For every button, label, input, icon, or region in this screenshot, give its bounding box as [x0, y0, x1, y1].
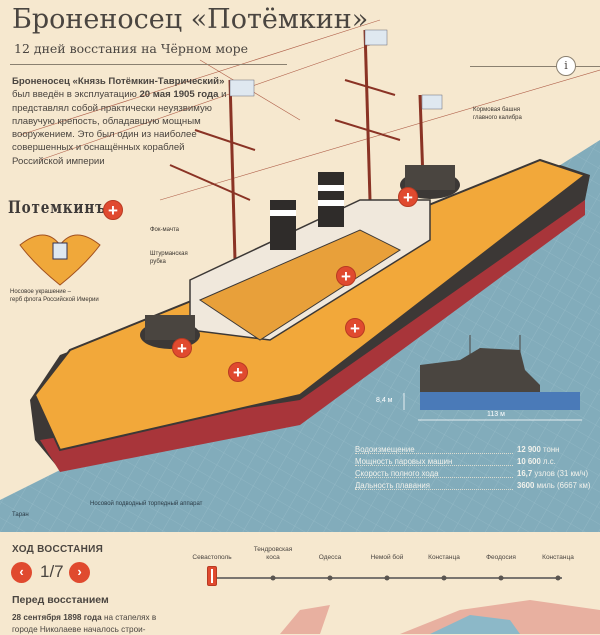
spec-value: 12 900 — [517, 444, 541, 454]
spec-row: Скорость полного хода 16,7 узлов (31 км/ч… — [355, 467, 600, 479]
spec-unit: л.с. — [540, 456, 556, 466]
divider — [470, 66, 600, 67]
step-date: 28 сентября 1898 года — [12, 613, 102, 622]
timeline-stop-dot[interactable] — [555, 575, 561, 581]
intro-text-part: был введён в эксплуатацию — [12, 89, 140, 101]
ship-profile — [403, 335, 582, 421]
spec-row: Мощность паровых машин 10 600 л.с. — [355, 455, 600, 467]
timeline-stop-label[interactable]: Одесса — [318, 553, 342, 561]
spec-value: 3600 — [517, 480, 535, 490]
spec-unit: тонн — [540, 444, 560, 454]
hotspot-aft-turret-button[interactable]: + — [398, 187, 418, 207]
ship-name-old-script: Потемкинъ — [8, 198, 107, 218]
next-button[interactable]: › — [69, 562, 90, 583]
length-label: 113 м — [484, 411, 508, 418]
hotspot-side-button[interactable]: + — [345, 318, 365, 338]
hotspot-superstructure-button[interactable]: + — [336, 266, 356, 286]
label-nav-bridge: Штурманская рубка — [150, 251, 188, 265]
spec-row: Дальность плавания 3600 миль (6667 км) — [355, 479, 600, 491]
timeline-stop-dot[interactable] — [327, 575, 333, 581]
timeline-stop-dot[interactable] — [270, 575, 276, 581]
step-title: Перед восстанием — [12, 594, 109, 606]
timeline-slider-handle[interactable] — [207, 566, 217, 586]
spec-label: Скорость полного хода — [355, 469, 513, 478]
label-torpedo: Носовой подводный торпедный аппарат — [90, 501, 203, 507]
step-body: на стапелях в городе Николаеве началось … — [12, 613, 157, 634]
timeline-stop-label[interactable]: Тендровская коса — [253, 546, 293, 561]
timeline-stop-dot[interactable] — [441, 575, 447, 581]
timeline-stop-label[interactable]: Немой бой — [370, 553, 404, 561]
timeline-stop-label[interactable]: Феодосия — [486, 553, 516, 561]
label-aft-turret: Кормовая башня главного калибра — [473, 107, 522, 121]
step-text: 28 сентября 1898 года на стапелях в горо… — [12, 612, 162, 635]
spec-value: 16,7 — [517, 468, 533, 478]
spec-row: Водоизмещение 12 900 тонн — [355, 443, 600, 455]
timeline-stop-dot[interactable] — [384, 575, 390, 581]
label-fore-mast: Фок-мачта — [150, 227, 179, 233]
emblem-icon — [19, 234, 101, 286]
page-title: Броненосец «Потёмкин» — [12, 4, 369, 35]
timeline-heading: ХОД ВОССТАНИЯ — [12, 544, 104, 555]
spec-unit: узлов (31 км/ч) — [532, 468, 589, 478]
specs-table: Водоизмещение 12 900 тонн Мощность паровы… — [355, 443, 600, 491]
timeline-stop-label[interactable]: Севастополь — [192, 553, 232, 561]
prev-button[interactable]: ‹ — [11, 562, 32, 583]
label-emblem: Носовое украшение – герб флота Российско… — [10, 289, 99, 303]
divider — [10, 64, 287, 65]
spec-label: Дальность плавания — [355, 481, 513, 490]
page-subtitle: 12 дней восстания на Чёрном море — [14, 41, 249, 56]
spec-value: 10 600 — [517, 456, 541, 466]
hotspot-deck-button[interactable]: + — [228, 362, 248, 382]
spec-unit: миль (6667 км) — [534, 480, 591, 490]
page-indicator: 1/7 — [40, 562, 64, 581]
timeline-stop-label[interactable]: Констанца — [428, 553, 460, 561]
hotspot-name-button[interactable]: + — [103, 200, 123, 220]
intro-text: Броненосец «Князь Потёмкин-Таврический» … — [12, 75, 227, 168]
intro-text-part: и представлял собой практически неуязвим… — [12, 89, 227, 167]
hotspot-fore-turret-button[interactable]: + — [172, 338, 192, 358]
spec-label: Водоизмещение — [355, 445, 513, 454]
timeline-stop-dot[interactable] — [498, 575, 504, 581]
intro-date: 20 мая 1905 года — [139, 89, 219, 101]
spec-label: Мощность паровых машин — [355, 457, 513, 466]
timeline-stop-label[interactable]: Констанца — [542, 553, 574, 561]
label-ram: Таран — [12, 512, 29, 518]
draft-label: 8,4 м — [376, 397, 393, 404]
intro-ship-name: Броненосец «Князь Потёмкин-Таврический» — [12, 76, 225, 87]
masts — [169, 29, 425, 261]
info-button[interactable]: i — [556, 56, 576, 76]
